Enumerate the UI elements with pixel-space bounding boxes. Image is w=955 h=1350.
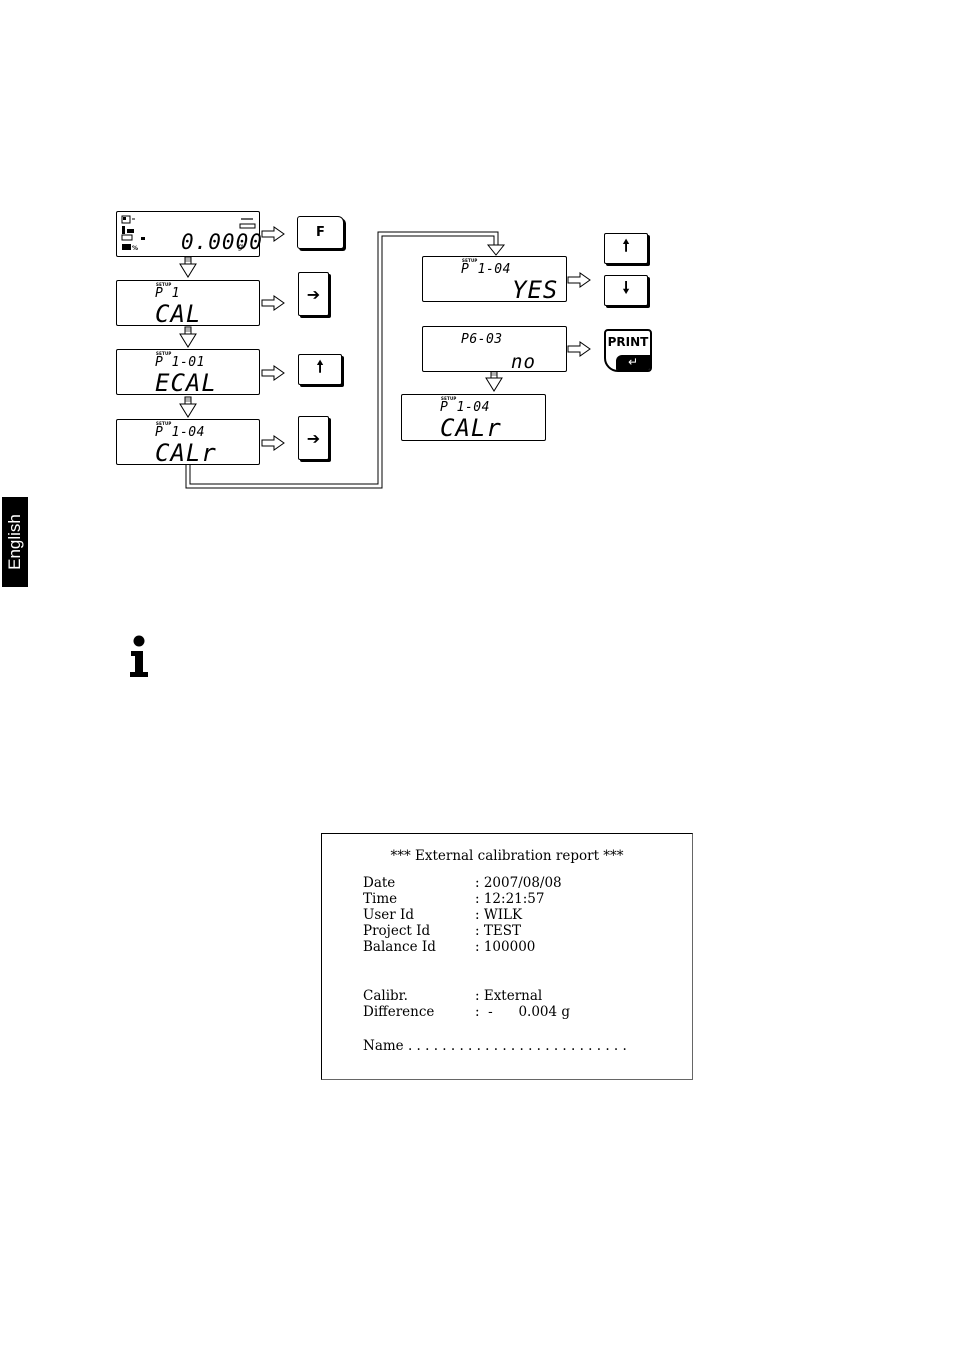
calibration-report: *** External calibration report *** Date… xyxy=(321,833,693,1080)
lcd-display-no: P6-03 no xyxy=(422,326,567,373)
down-arrow-icon: 🠗 xyxy=(622,278,630,297)
lcd-display-ecal: SETUP P 1-01 ECAL xyxy=(116,349,260,395)
report-value: : External xyxy=(475,988,543,1004)
info-icon xyxy=(128,634,152,680)
report-name-line: Name . . . . . . . . . . . . . . . . . .… xyxy=(363,1038,627,1054)
report-key: Date xyxy=(363,875,396,891)
up-arrow-key-button-2[interactable]: 🠕 xyxy=(604,233,648,264)
report-title: *** External calibration report *** xyxy=(390,848,624,864)
setup-indicator: SETUP xyxy=(156,421,172,426)
lcd-display-weight: % 0.0000 g xyxy=(116,211,263,257)
report-value: : 12:21:57 xyxy=(475,891,545,907)
report-key: Project Id xyxy=(363,923,431,939)
right-arrow-key-button-2[interactable]: ➔ xyxy=(298,416,329,460)
f-key-button[interactable]: F xyxy=(297,216,344,249)
menu-value: CAL xyxy=(155,300,202,328)
report-value: : TEST xyxy=(475,923,521,939)
report-key: Difference xyxy=(363,1004,435,1020)
menu-code: P 1-01 xyxy=(155,355,205,370)
lcd-display-cal: SETUP P 1 CAL xyxy=(116,280,260,326)
lcd-display-yes: SETUP P 1-04 YES xyxy=(422,256,567,302)
report-key: User Id xyxy=(363,907,415,923)
down-arrow-key-button[interactable]: 🠗 xyxy=(604,275,648,306)
menu-value: CALr xyxy=(155,439,217,467)
menu-value: YES xyxy=(512,276,559,304)
flow-connectors xyxy=(179,226,591,489)
print-key-label: PRINT xyxy=(607,335,649,349)
report-value: : 100000 xyxy=(475,939,536,955)
lcd-display-calr: SETUP P 1-04 CALr xyxy=(116,419,260,465)
status-icons: % xyxy=(121,215,145,252)
report-value: : 2007/08/08 xyxy=(475,875,562,891)
menu-code: P6-03 xyxy=(461,332,503,347)
print-enter-key-button[interactable]: PRINT ↵ xyxy=(604,329,652,372)
language-tab: English xyxy=(2,497,28,587)
svg-text:%: % xyxy=(132,245,138,252)
report-value: : - 0.004 g xyxy=(475,1004,571,1020)
setup-indicator: SETUP xyxy=(441,396,457,401)
menu-code: P 1-04 xyxy=(155,425,205,440)
lcd-display-calr-final: SETUP P 1-04 CALr xyxy=(401,394,546,441)
menu-code: P 1 xyxy=(155,286,180,301)
menu-code: P 1-04 xyxy=(461,262,511,277)
menu-value: no xyxy=(511,351,536,373)
menu-value: ECAL xyxy=(155,369,217,397)
right-arrow-icon: ➔ xyxy=(306,284,321,304)
weight-unit: g xyxy=(238,242,244,251)
report-key: Time xyxy=(363,891,398,907)
report-key: Balance Id xyxy=(363,939,436,955)
right-arrow-icon: ➔ xyxy=(306,428,321,448)
menu-value: CALr xyxy=(440,414,502,442)
up-arrow-key-button[interactable]: 🠕 xyxy=(298,354,342,385)
weight-value: 0.0000 xyxy=(181,230,263,254)
language-tab-label: English xyxy=(5,514,24,570)
setup-indicator: SETUP xyxy=(156,351,172,356)
up-arrow-icon: 🠕 xyxy=(622,236,630,255)
setup-indicator: SETUP xyxy=(156,282,172,287)
right-arrow-key-button[interactable]: ➔ xyxy=(298,272,329,316)
stability-icon xyxy=(239,218,256,229)
report-value: : WILK xyxy=(475,907,523,923)
setup-indicator: SETUP xyxy=(462,258,478,263)
f-key-label: F xyxy=(316,225,325,240)
up-arrow-icon: 🠕 xyxy=(316,357,324,376)
menu-code: P 1-04 xyxy=(440,400,490,415)
enter-icon: ↵ xyxy=(616,355,650,370)
report-key: Calibr. xyxy=(363,988,408,1004)
